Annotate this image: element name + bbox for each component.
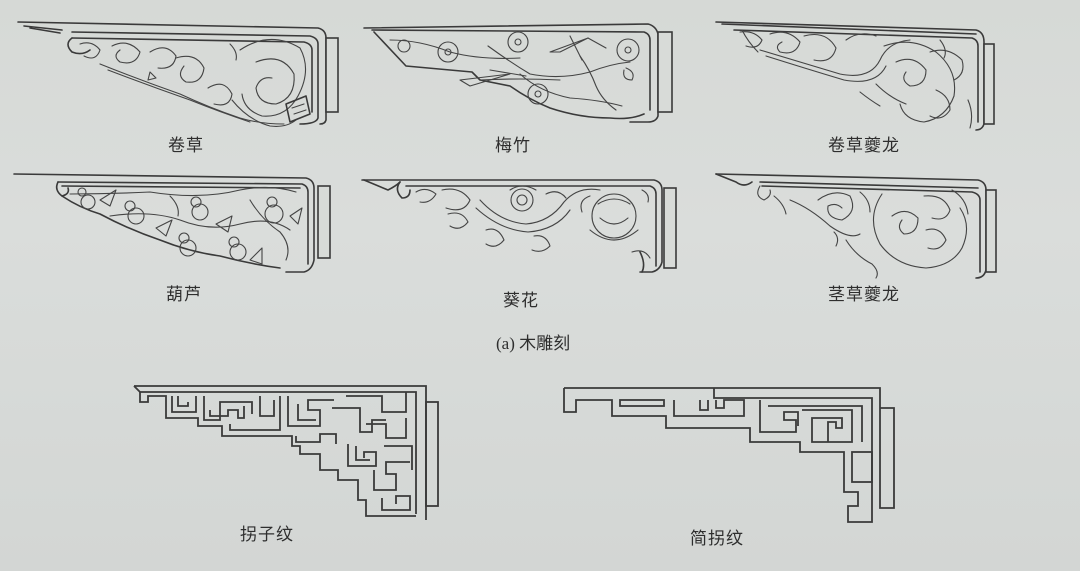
figure-label-hulu: 葫芦 xyxy=(166,285,202,305)
bracket-kuihua: 葵花 xyxy=(350,160,720,320)
gourd-bracket-icon xyxy=(13,173,331,273)
bracket-jianguaiwen: 简拐纹 xyxy=(550,370,900,570)
fret-pattern-bracket-icon xyxy=(133,385,439,520)
section-a-caption-text: 木雕刻 xyxy=(519,334,571,354)
plum-bamboo-bracket-icon xyxy=(363,23,673,123)
figure-label-jianguaiwen: 简拐纹 xyxy=(690,529,744,549)
scroll-grass-bracket-icon xyxy=(17,21,339,127)
bracket-juancao-kuilong: 卷草夔龙 xyxy=(700,0,1080,160)
figure-label-juancao: 卷草 xyxy=(168,136,204,156)
bracket-juancao: 卷草 xyxy=(0,0,360,160)
figure-label-guaiziwen: 拐子纹 xyxy=(240,525,294,545)
figure-label-jingcao-kuilong: 茎草夔龙 xyxy=(828,285,900,305)
stem-dragon-bracket-icon xyxy=(715,173,997,279)
figure-label-kuihua: 葵花 xyxy=(503,291,539,311)
bracket-jingcao-kuilong: 茎草夔龙 xyxy=(700,160,1080,320)
simple-fret-bracket-icon xyxy=(563,387,895,523)
scroll-dragon-bracket-icon xyxy=(715,21,995,131)
figure-label-juancao-kuilong: 卷草夔龙 xyxy=(828,136,900,156)
figure-label-meizhu: 梅竹 xyxy=(495,136,531,156)
bracket-meizhu: 梅竹 xyxy=(360,0,720,160)
section-a-caption: (a) 木雕刻 xyxy=(496,329,570,354)
section-a-caption-prefix: (a) xyxy=(496,334,515,353)
bracket-guaiziwen: 拐子纹 xyxy=(120,370,460,570)
sunflower-bracket-icon xyxy=(361,179,677,273)
bracket-hulu: 葫芦 xyxy=(0,160,360,320)
